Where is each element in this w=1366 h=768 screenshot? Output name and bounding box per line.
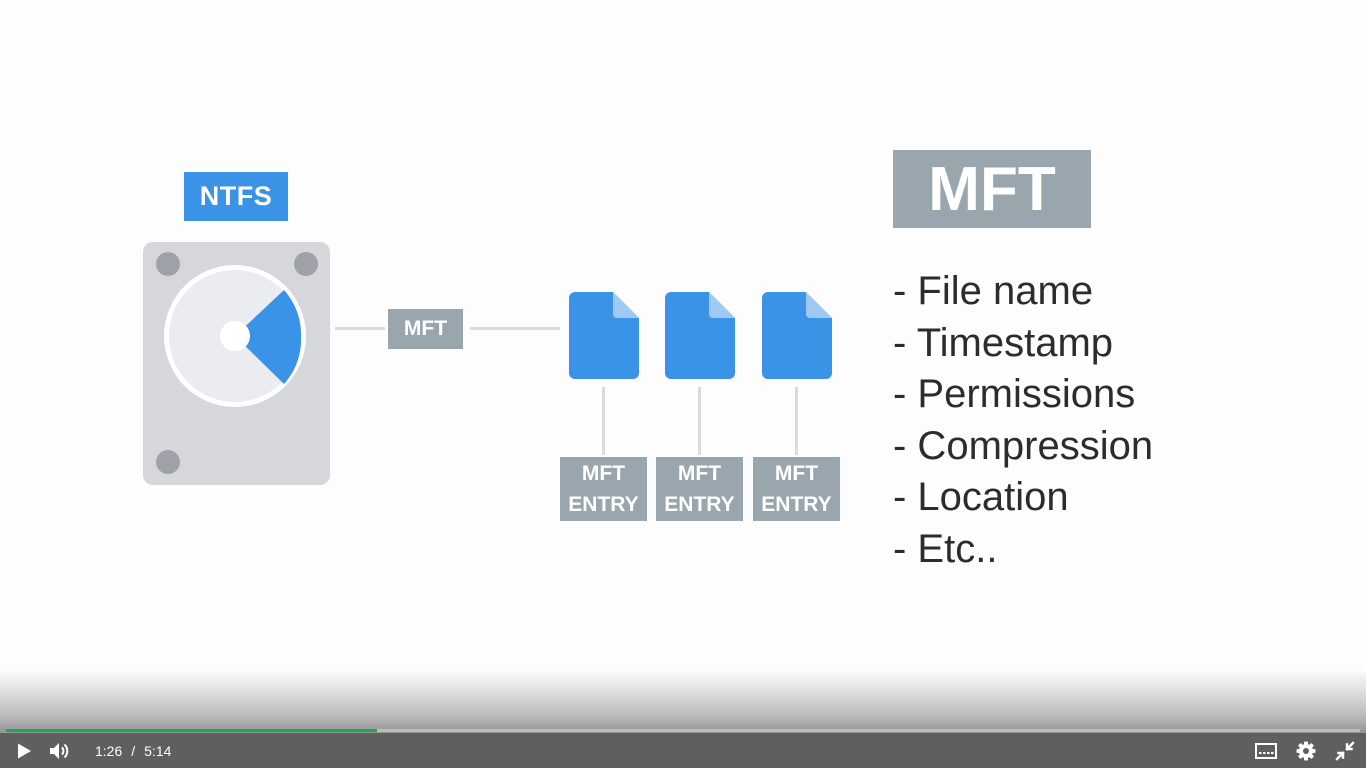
time-separator: / [131,743,136,759]
captions-button[interactable] [1254,739,1278,763]
current-time: 1:26 [95,743,123,759]
attribute-item: - Timestamp [893,320,1114,365]
mft-entry-box: MFT ENTRY [560,457,647,521]
file-icon [762,292,832,379]
mft-title: MFT [893,150,1091,228]
progress-bar[interactable] [6,729,1360,732]
volume-icon [50,743,69,759]
mft-entry-line2: ENTRY [664,493,735,516]
captions-icon [1255,743,1277,759]
progress-fill [6,729,377,732]
mft-connector-label: MFT [388,309,463,349]
attribute-item: - Etc.. [893,526,998,571]
connector-line [470,327,560,330]
exit-fullscreen-button[interactable] [1333,739,1357,763]
attribute-item: - File name [893,269,1094,313]
attribute-item: - Location [893,475,1069,520]
disk-platter-graphic [164,265,306,407]
settings-button[interactable] [1294,739,1318,763]
mft-entry-line1: MFT [774,462,819,485]
play-button[interactable] [12,739,36,763]
hard-drive-icon [143,242,330,485]
attribute-item: - Compression [893,423,1154,468]
connector-line [602,387,605,455]
drive-screw [156,450,180,474]
attribute-item: - Permissions [893,372,1136,417]
drive-screw [294,252,318,276]
mft-entry-box: MFT ENTRY [656,457,743,521]
duration: 5:14 [144,743,172,759]
mft-entry-line1: MFT [677,462,722,485]
file-icon [569,292,639,379]
file-icon [665,292,735,379]
mft-entry-line1: MFT [581,462,626,485]
ntfs-label: NTFS [184,172,288,221]
mft-entry-line2: ENTRY [761,493,832,516]
connector-line [795,387,798,455]
connector-line [335,327,385,330]
play-icon [18,743,31,759]
connector-line [698,387,701,455]
player-control-bar [0,733,1366,768]
mft-entry-line2: ENTRY [568,493,639,516]
volume-button[interactable] [48,739,72,763]
time-display: 1:26 / 5:14 [95,741,171,761]
drive-screw [156,252,180,276]
exit-fullscreen-icon [1335,741,1355,761]
mft-entry-box: MFT ENTRY [753,457,840,521]
gear-icon [1296,741,1316,761]
mft-attribute-list: - File name - Timestamp - Permissions - … [893,266,1153,576]
